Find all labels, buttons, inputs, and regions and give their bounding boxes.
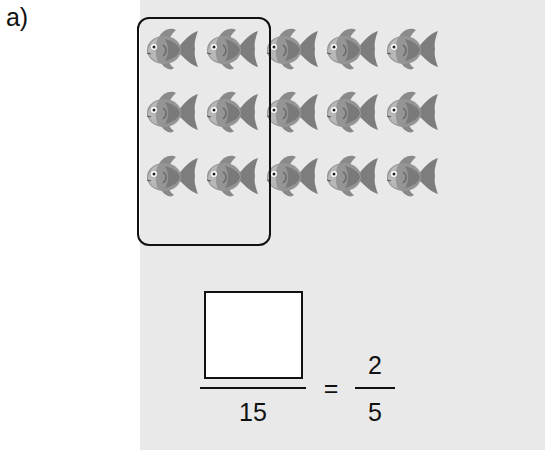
fraction-bar xyxy=(355,387,395,389)
fraction-bar xyxy=(200,387,306,389)
group-outline xyxy=(138,18,270,245)
denominator: 5 xyxy=(368,397,382,427)
fish-grid xyxy=(147,29,438,197)
numerator: 2 xyxy=(368,350,382,380)
part-label: a) xyxy=(6,2,28,32)
panel-background xyxy=(140,0,545,450)
denominator: 15 xyxy=(239,397,267,427)
equals-sign: = xyxy=(324,373,339,403)
answer-box xyxy=(205,292,302,378)
